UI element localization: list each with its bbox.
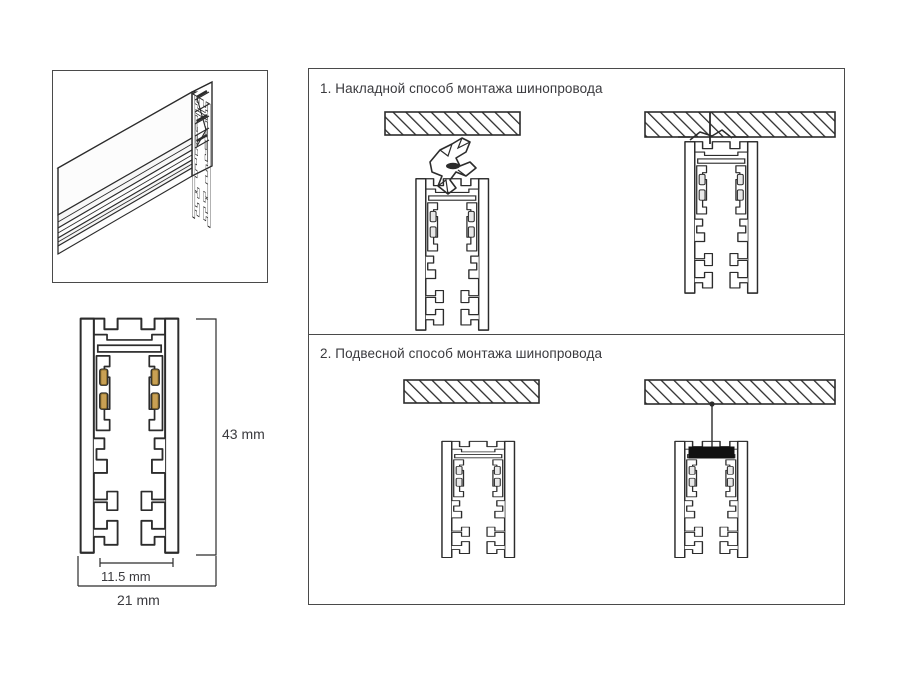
dimension-label-outer-width: 21 mm [117, 592, 160, 608]
section-divider [309, 334, 844, 335]
section-1-title: 1. Накладной способ монтажа шинопровода [320, 81, 603, 96]
track-cross-section-dimensioned [77, 317, 217, 587]
dimension-line-inner-width [99, 558, 174, 567]
mounting-methods-panel [308, 68, 845, 605]
perspective-view-panel [52, 70, 268, 283]
dimension-line-height [196, 318, 217, 556]
dimension-label-height: 43 mm [222, 426, 265, 442]
section-2-title: 2. Подвесной способ монтажа шинопровода [320, 346, 603, 361]
dimension-label-inner-width: 11.5 mm [101, 569, 151, 584]
